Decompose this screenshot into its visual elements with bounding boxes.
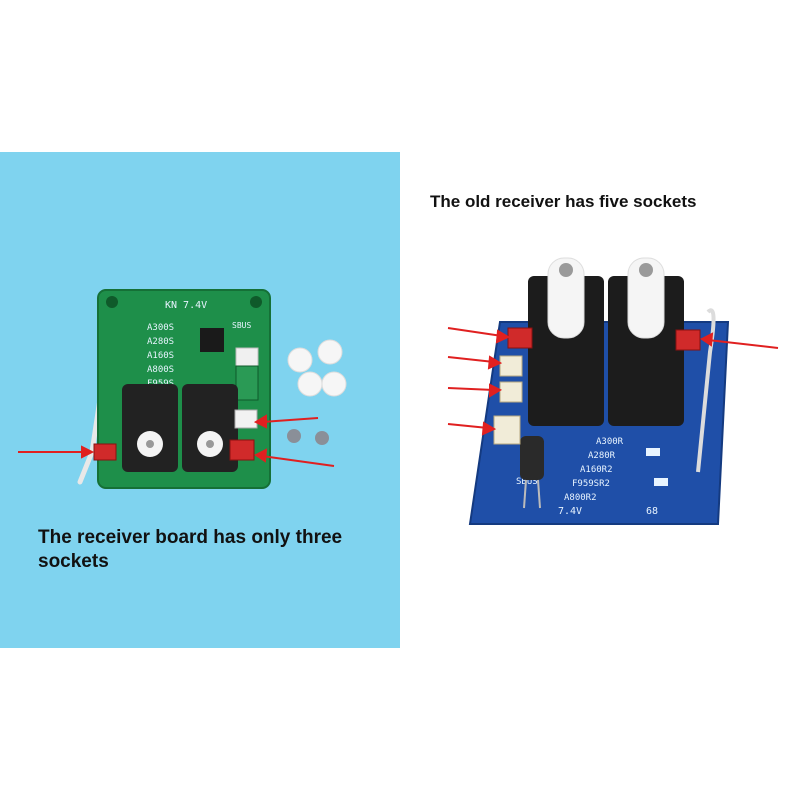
model-label: A300R	[596, 437, 624, 447]
white-socket	[234, 409, 258, 429]
screw	[559, 263, 573, 277]
servo-arm	[627, 257, 665, 339]
capacitor-leg	[523, 479, 527, 509]
servo-right	[608, 276, 684, 426]
mount-hole	[250, 296, 262, 308]
servo-left	[122, 384, 178, 472]
sbus-label: SBUS	[232, 321, 251, 330]
receiver-board-photo: KN 7.4V SBUS A300S A280S A160S A800S F95…	[18, 289, 347, 489]
screw	[315, 431, 329, 445]
model-label: A280S	[147, 337, 174, 347]
antenna-wire	[696, 308, 716, 473]
servo-arm	[297, 371, 323, 397]
servo-screw	[146, 440, 154, 448]
servo-arm	[287, 347, 313, 373]
left-caption: The receiver board has only three socket…	[38, 527, 343, 572]
red-socket	[507, 327, 533, 349]
capacitor-leg	[537, 479, 541, 509]
capacitor	[520, 436, 544, 480]
model-label: A800S	[147, 365, 174, 375]
servo-arm	[547, 257, 585, 339]
model-label: A280R	[588, 451, 616, 461]
red-socket	[675, 329, 701, 351]
model-label: A300S	[147, 323, 174, 333]
model-label: A800R2	[564, 493, 597, 503]
white-socket	[499, 355, 523, 377]
servo-arm	[321, 371, 347, 397]
screw	[639, 263, 653, 277]
right-photo-panel: The old receiver has five sockets A300R …	[408, 152, 800, 648]
left-photo-panel: KN 7.4V SBUS A300S A280S A160S A800S F95…	[0, 152, 400, 648]
model-label: A160S	[147, 351, 174, 361]
servo-left	[528, 276, 604, 426]
white-socket	[493, 415, 521, 445]
model-label: A160R2	[580, 465, 613, 475]
right-caption: The old receiver has five sockets	[430, 192, 697, 211]
red-socket	[93, 443, 117, 461]
servo-right	[182, 384, 238, 472]
red-arrows	[18, 414, 335, 467]
model-label: F959SR2	[572, 479, 610, 489]
white-socket	[499, 381, 523, 403]
component	[235, 365, 259, 401]
red-arrows	[447, 327, 779, 436]
mount-hole	[106, 296, 118, 308]
board-label: KN 7.4V	[165, 300, 207, 311]
chip	[200, 328, 224, 352]
silk-box	[654, 478, 668, 486]
voltage-label: 7.4V	[558, 506, 582, 517]
silk-box	[646, 448, 660, 456]
old-receiver-photo: A300R A280R A160R2 F959SR2 A800R2 SBUS 7…	[447, 257, 779, 525]
board-code: 68	[646, 506, 658, 517]
red-socket	[229, 439, 255, 461]
servo-arm	[317, 339, 343, 365]
servo-screw	[206, 440, 214, 448]
screw	[287, 429, 301, 443]
